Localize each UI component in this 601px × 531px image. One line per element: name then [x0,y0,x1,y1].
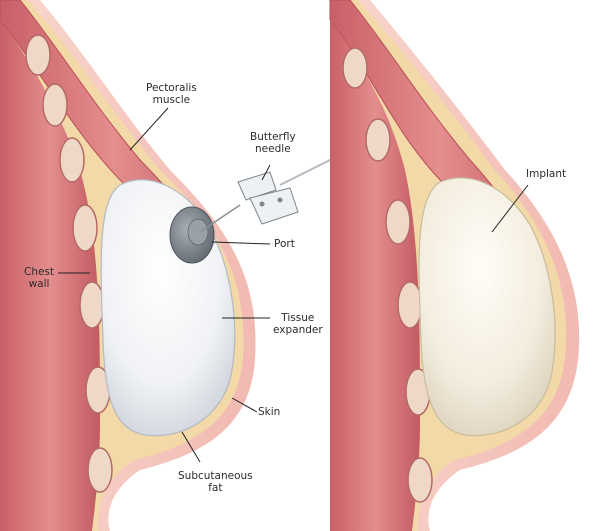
label-tissue-expander: Tissue expander [273,312,323,336]
tissue-expander-shape [100,179,236,437]
label-port: Port [274,238,295,250]
butterfly-needle-icon [199,149,351,233]
label-pectoralis-muscle: Pectoralis muscle [146,82,197,106]
label-subcutaneous-fat: Subcutaneous fat [178,470,253,494]
label-implant: Implant [526,168,566,180]
port-icon [169,206,215,264]
right-panel-anatomy [329,0,580,531]
left-panel-anatomy [0,0,351,531]
label-butterfly-line-2: needle [255,143,291,155]
label-chest-wall: Chest wall [24,266,54,290]
chest-wall-layer [0,20,100,531]
label-butterfly-needle: Butterfly needle [250,131,296,155]
label-skin: Skin [258,406,280,418]
label-subcut-line-2: fat [208,482,223,494]
label-pectoralis-line-2: muscle [152,94,191,106]
label-tissue-line-1: Tissue [281,312,315,324]
chest-wall-layer [330,20,420,531]
left-leader-lines [58,107,271,463]
label-pectoralis-line-1: Pectoralis [146,82,197,94]
rib-segments [342,47,433,503]
label-skin-text: Skin [258,406,281,418]
label-chest-line-2: wall [28,278,50,290]
label-butterfly-line-1: Butterfly [250,131,296,143]
label-tissue-line-2: expander [273,324,323,336]
implant-shape [418,177,556,437]
label-port-text: Port [274,238,295,250]
label-implant-text: Implant [526,168,567,180]
label-subcut-line-1: Subcutaneous [178,470,253,482]
label-chest-line-1: Chest [24,266,55,278]
right-leader-lines [491,184,529,233]
